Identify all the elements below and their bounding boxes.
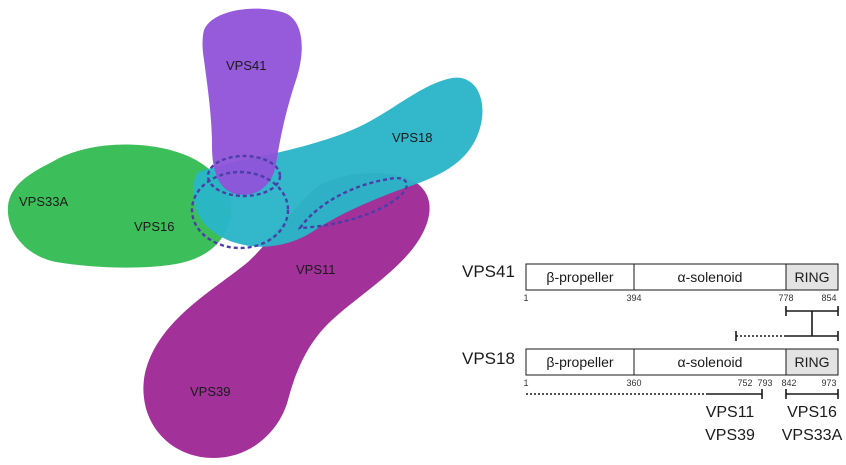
complex-cartoon: VPS41 VPS18 VPS33A VPS16 VPS11 VPS39 (7, 8, 483, 458)
vps16-vps18-interface (190, 170, 290, 250)
interface-outlines (190, 154, 408, 250)
vps39-blob-label: VPS39 (190, 384, 230, 399)
vps41-blob (202, 8, 302, 195)
vps41-domain-alpha-solenoid (633, 263, 787, 291)
vps16-binding-label: VPS16 (787, 404, 837, 421)
vps33a-blob-label: VPS33A (19, 194, 68, 209)
vps18-blob-label: VPS18 (392, 130, 432, 145)
vps41-domain-ring (785, 263, 839, 291)
vps41-tick-1: 1 (523, 293, 528, 303)
ring-ring-bracket (735, 306, 839, 341)
vps18-domain-ring-label: RING (795, 354, 830, 370)
vps18-tick-1: 1 (523, 378, 528, 388)
vps41-tick-778: 778 (778, 293, 793, 303)
domain-maps: VPS41 β-propeller α-solenoid RING 1 394 … (462, 262, 843, 444)
vps18-tick-793: 793 (757, 378, 772, 388)
vps41-domain-bar (525, 263, 839, 291)
vps11-blob-label: VPS11 (296, 262, 336, 277)
vps41-domain-alpha-solenoid-label: α-solenoid (678, 269, 743, 285)
vps18-tick-360: 360 (626, 378, 641, 388)
vps39-binding-label: VPS39 (705, 427, 755, 444)
vps41-tick-394: 394 (626, 293, 641, 303)
vps18-binding-lines (526, 389, 839, 399)
vps41-vps18-interface (206, 154, 282, 198)
vps41-domain-beta-propeller-label: β-propeller (546, 269, 614, 285)
vps33a-binding-label: VPS33A (782, 427, 843, 444)
vps18-blob (193, 77, 483, 247)
vps41-tick-854: 854 (821, 293, 836, 303)
vps18-name: VPS18 (462, 349, 515, 368)
vps18-domain-ring (785, 348, 839, 376)
vps18-tick-973: 973 (821, 378, 836, 388)
vps18-domain-alpha-solenoid-label: α-solenoid (678, 354, 743, 370)
vps39-vps11-blob (143, 173, 430, 458)
vps18-tick-842: 842 (781, 378, 796, 388)
vps16-blob-label: VPS16 (134, 219, 174, 234)
vps11-binding-label: VPS11 (706, 404, 755, 421)
vps41-blob-label: VPS41 (226, 58, 266, 73)
vps11-vps18-interface (297, 176, 408, 230)
vps41-domain-ring-label: RING (795, 269, 830, 285)
vps41-name: VPS41 (462, 262, 515, 281)
vps18-domain-bar (525, 348, 839, 376)
vps18-domain-beta-propeller-label: β-propeller (546, 354, 614, 370)
vps18-tick-752: 752 (737, 378, 752, 388)
vps18-domain-beta-propeller (525, 348, 635, 376)
vps33a-blob (7, 144, 232, 268)
